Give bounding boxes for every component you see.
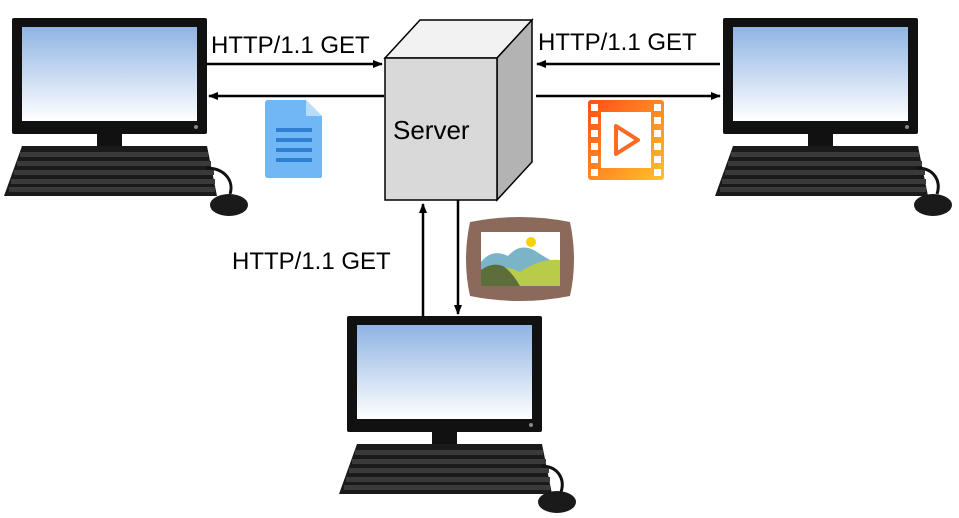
server-label: Server xyxy=(393,115,470,145)
keyboard xyxy=(4,146,217,196)
right-computer xyxy=(715,18,952,216)
document-icon xyxy=(265,100,322,178)
mouse xyxy=(205,166,248,216)
arrows xyxy=(207,60,721,318)
left-request-label: HTTP/1.1 GET xyxy=(211,32,370,59)
server xyxy=(383,18,534,202)
image-icon xyxy=(466,217,574,301)
right-request-label: HTTP/1.1 GET xyxy=(538,29,697,56)
monitor xyxy=(347,316,542,444)
mouse xyxy=(914,166,952,216)
bottom-request-label: HTTP/1.1 GET xyxy=(232,248,391,275)
monitor xyxy=(723,18,918,146)
keyboard xyxy=(715,146,928,196)
monitor xyxy=(12,18,207,146)
left-computer xyxy=(4,18,248,216)
mouse xyxy=(538,464,576,513)
bottom-computer xyxy=(339,316,576,513)
video-icon xyxy=(588,100,664,180)
keyboard xyxy=(339,444,552,494)
